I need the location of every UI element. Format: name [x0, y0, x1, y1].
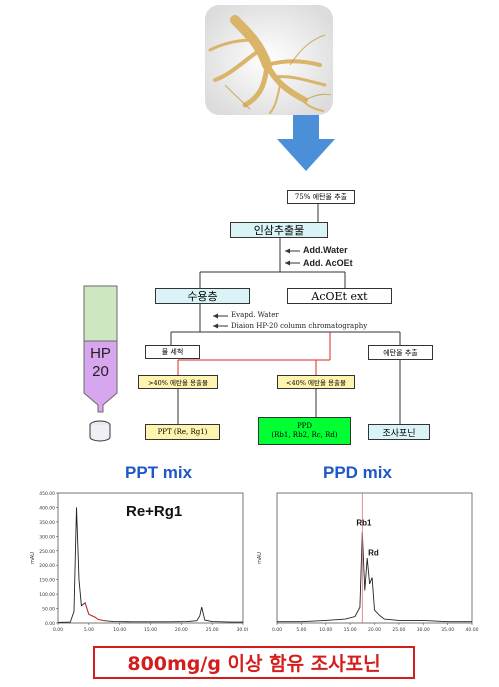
y-tick-label: 100.00	[39, 592, 55, 598]
lt40-ethanol-box: <40% 에탄올 용출물	[277, 375, 355, 389]
ppt-chromatogram: 0.00 50.00 100.00 150.00 200.00 250.00 300.00 3…	[28, 485, 250, 635]
x-tick-label: 5.00	[84, 627, 94, 633]
ppd-mix-title: PPD mix	[323, 463, 392, 482]
aqueous-layer-box: 수용층	[155, 288, 250, 304]
y-tick-label: 450.00	[39, 491, 55, 497]
x-tick-label: 0.00	[53, 627, 63, 633]
x-tick-label: 15.00	[144, 627, 157, 633]
ethanol-extraction-box: 75% 에탄올 추출	[287, 190, 355, 204]
y-tick-label: 200.00	[39, 563, 55, 569]
gt40-ethanol-label: >40% 에탄올 용출물	[148, 379, 208, 387]
ppt-chart-svg: 0.00 50.00 100.00 150.00 200.00 250.00 300.00 3…	[30, 491, 250, 633]
ppt-mix-title: PPT mix	[125, 463, 193, 482]
x-tick-label: 30.00	[417, 627, 430, 633]
re-rg1-annotation: Re+Rg1	[126, 503, 183, 520]
x-tick-label: 20.00	[175, 627, 188, 633]
x-tick-label: 5.00	[296, 627, 306, 633]
crude-saponin-label: 조사포닌	[382, 428, 416, 439]
ppt-label: PPT (Re, Rg1)	[157, 428, 208, 436]
ethanol-elution-label: 에탄올 추출	[383, 348, 418, 357]
ginseng-extract-label: 인삼추출물	[253, 224, 305, 237]
gt40-ethanol-box: >40% 에탄올 용출물	[138, 375, 218, 389]
ginseng-extract-box: 인삼추출물	[230, 222, 328, 238]
add-acoet-label: Add. AcOEt	[303, 258, 353, 268]
acoet-ext-box: AcOEt ext	[287, 288, 392, 304]
x-tick-label: 40.00	[466, 627, 479, 633]
add-water-label: Add.Water	[303, 245, 348, 255]
x-tick-label: 35.00	[441, 627, 454, 633]
evapd-water-label: Evapd. Water	[231, 311, 279, 319]
x-tick-label: 25.00	[206, 627, 219, 633]
ppd-chart-svg: 0.00 5.00 10.00 15.00 20.00 25.00 30.00 35.00 40…	[257, 492, 479, 633]
x-tick-label: 15.00	[344, 627, 357, 633]
ginseng-photo	[205, 5, 333, 115]
saponin-content-banner: 800mg/g 이상 함유 조사포닌	[93, 646, 415, 679]
hp20-column: HP 20	[70, 285, 130, 455]
ppd-box: PPD (Rb1, Rb2, Rc, Rd)	[258, 417, 351, 445]
x-tick-label: 0.00	[272, 627, 282, 633]
y-tick-label: 350.00	[39, 520, 55, 526]
ethanol-extraction-label: 75% 에탄올 추출	[294, 193, 348, 201]
ethanol-elution-box: 에탄올 추출	[368, 345, 433, 360]
x-tick-label: 30.00	[237, 627, 248, 633]
ppt-box: PPT (Re, Rg1)	[145, 424, 220, 440]
down-arrow-icon	[277, 115, 335, 171]
y-tick-label: 50.00	[42, 607, 55, 613]
rb1-peak-label: Rb1	[356, 519, 372, 528]
y-tick-label: 250.00	[39, 549, 55, 555]
diaion-label: Diaion HP-20 column chromatography	[231, 322, 368, 330]
y-axis-label: mAU	[30, 552, 36, 564]
crude-saponin-box: 조사포닌	[368, 424, 430, 440]
x-tick-label: 10.00	[113, 627, 126, 633]
column-label-top: HP	[90, 345, 111, 362]
plot-area	[276, 492, 473, 624]
x-tick-label: 25.00	[392, 627, 405, 633]
y-tick-label: 0.00	[45, 621, 55, 627]
water-wash-label: 물 세척	[161, 348, 184, 356]
x-tick-label: 20.00	[368, 627, 381, 633]
acoet-ext-label: AcOEt ext	[311, 289, 368, 303]
x-tick-label: 10.00	[319, 627, 332, 633]
column-label-bottom: 20	[92, 363, 109, 380]
y-axis-label: mAU	[257, 552, 263, 564]
column-shape	[83, 285, 118, 442]
series-line-0	[57, 507, 243, 623]
series-highlight-0	[84, 602, 105, 622]
ppd-label-line2: (Rb1, Rb2, Rc, Rd)	[271, 431, 338, 439]
y-tick-label: 150.00	[39, 578, 55, 584]
ppd-chromatogram: 0.00 5.00 10.00 15.00 20.00 25.00 30.00 35.00 40…	[255, 485, 480, 635]
saponin-content-text: 800mg/g 이상 함유 조사포닌	[127, 653, 381, 675]
flowchart-connectors	[170, 204, 401, 424]
ppd-label-line1: PPD	[296, 422, 313, 430]
lt40-ethanol-label: <40% 에탄올 용출물	[286, 379, 346, 387]
y-tick-label: 300.00	[39, 534, 55, 540]
aqueous-layer-label: 수용층	[187, 290, 218, 303]
ginseng-root-illustration	[205, 5, 333, 115]
y-tick-label: 400.00	[39, 505, 55, 511]
water-wash-box: 물 세척	[145, 345, 200, 359]
rd-peak-label: Rd	[368, 548, 379, 557]
series-line-0	[277, 531, 472, 623]
